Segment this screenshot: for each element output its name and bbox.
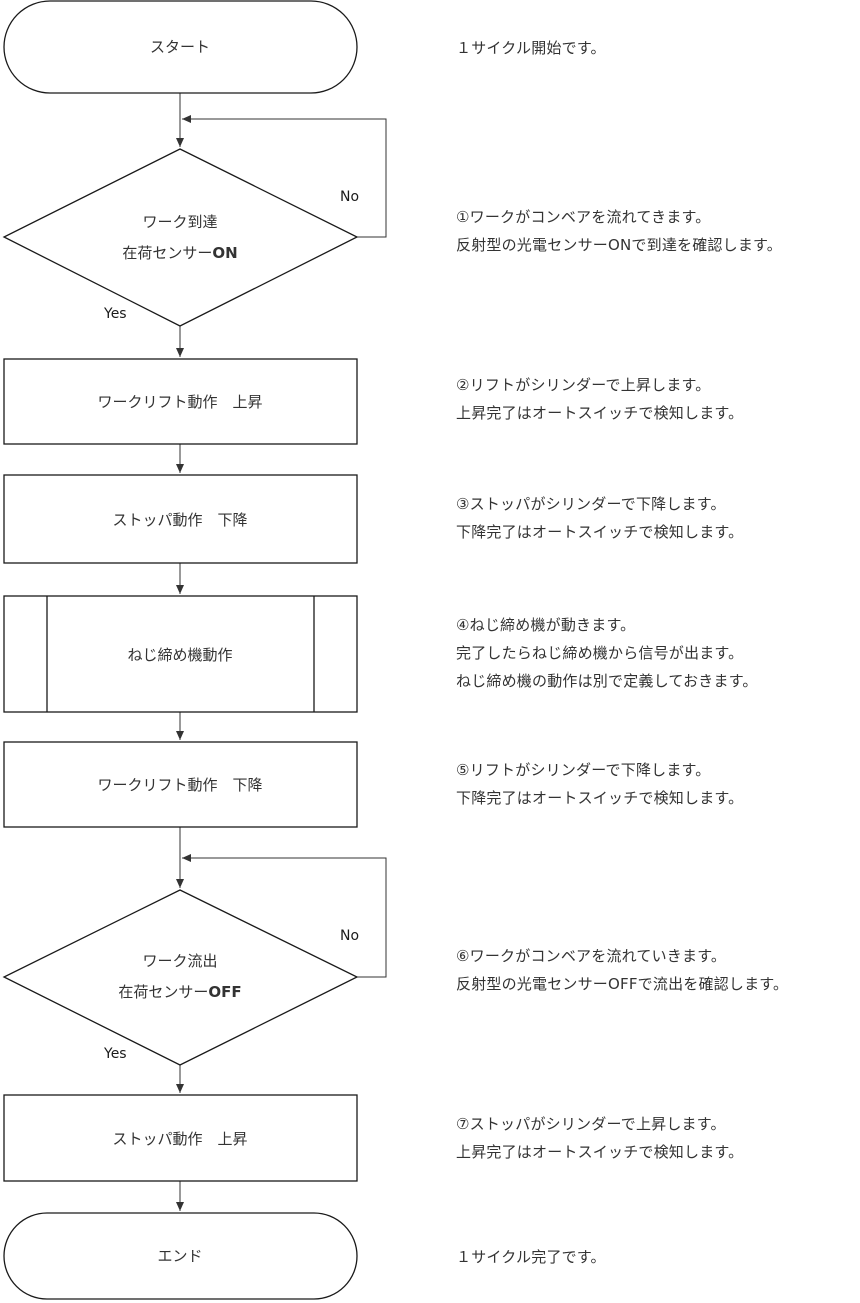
decision-exit: ワーク流出 在荷センサーOFF Yes No — [2, 889, 359, 1066]
process-stopper-up-label: ストッパ動作 上昇 — [112, 1130, 247, 1148]
decision-arrive-line1: ワーク到達 — [142, 213, 217, 231]
note-stopper-up: ⑦ストッパがシリンダーで上昇します。 上昇完了はオートスイッチで検知します。 — [456, 1110, 743, 1166]
note-arrive: ①ワークがコンベアを流れてきます。 反射型の光電センサーONで到達を確認します。 — [456, 203, 782, 259]
process-stopper-up: ストッパ動作 上昇 — [3, 1094, 358, 1182]
note-screw: ④ねじ締め機が動きます。 完了したらねじ締め機から信号が出ます。 ねじ締め機の動… — [456, 611, 758, 695]
note-end: １サイクル完了です。 — [456, 1243, 606, 1271]
end-label: エンド — [157, 1247, 202, 1265]
decision-arrive-yes-label: Yes — [103, 306, 127, 322]
decision-arrive-line2: 在荷センサーON — [122, 244, 237, 262]
note-line: ④ねじ締め機が動きます。 — [456, 616, 636, 634]
process-stopper-down: ストッパ動作 下降 — [3, 474, 358, 564]
note-line: １サイクル完了です。 — [456, 1248, 606, 1266]
note-line: 上昇完了はオートスイッチで検知します。 — [456, 404, 744, 422]
note-line: 下降完了はオートスイッチで検知します。 — [456, 789, 744, 807]
decision-exit-line1: ワーク流出 — [142, 952, 217, 970]
note-line: ③ストッパがシリンダーで下降します。 — [456, 495, 726, 513]
predefined-process-screw: ねじ締め機動作 — [3, 595, 358, 713]
note-lift-up: ②リフトがシリンダーで上昇します。 上昇完了はオートスイッチで検知します。 — [456, 371, 743, 427]
decision-arrive-no-label: No — [340, 189, 359, 205]
process-lift-up: ワークリフト動作 上昇 — [3, 358, 358, 445]
process-lift-up-label: ワークリフト動作 上昇 — [97, 393, 262, 411]
connector-exit-no-loop — [182, 854, 387, 978]
note-stopper-down: ③ストッパがシリンダーで下降します。 下降完了はオートスイッチで検知します。 — [456, 490, 743, 546]
predefined-process-screw-label: ねじ締め機動作 — [127, 646, 232, 664]
note-line: 完了したらねじ締め機から信号が出ます。 — [456, 644, 744, 662]
start-label: スタート — [150, 38, 210, 56]
note-exit: ⑥ワークがコンベアを流れていきます。 反射型の光電センサーOFFで流出を確認しま… — [456, 942, 788, 998]
note-line: 反射型の光電センサーOFFで流出を確認します。 — [456, 975, 789, 993]
note-line: 反射型の光電センサーONで到達を確認します。 — [456, 236, 782, 254]
connectors — [176, 93, 387, 1211]
start-terminal: スタート — [3, 0, 358, 94]
note-line: ⑦ストッパがシリンダーで上昇します。 — [456, 1115, 726, 1133]
process-lift-down-label: ワークリフト動作 下降 — [97, 776, 262, 794]
note-lift-down: ⑤リフトがシリンダーで下降します。 下降完了はオートスイッチで検知します。 — [456, 756, 743, 812]
note-line: ①ワークがコンベアを流れてきます。 — [456, 208, 711, 226]
note-start: １サイクル開始です。 — [456, 34, 606, 62]
note-line: ⑤リフトがシリンダーで下降します。 — [456, 761, 711, 779]
decision-exit-no-label: No — [340, 928, 359, 944]
end-terminal: エンド — [3, 1212, 358, 1300]
decision-exit-yes-label: Yes — [103, 1046, 127, 1062]
decision-arrive: ワーク到達 在荷センサーON Yes No — [2, 148, 359, 327]
note-line: １サイクル開始です。 — [456, 39, 606, 57]
note-line: ねじ締め機の動作は別で定義しておきます。 — [456, 672, 758, 690]
decision-exit-line2: 在荷センサーOFF — [118, 983, 241, 1001]
note-line: ⑥ワークがコンベアを流れていきます。 — [456, 947, 727, 965]
note-line: 上昇完了はオートスイッチで検知します。 — [456, 1143, 744, 1161]
note-line: ②リフトがシリンダーで上昇します。 — [456, 376, 711, 394]
connector-arrive-no-loop — [182, 115, 387, 238]
process-lift-down: ワークリフト動作 下降 — [3, 741, 358, 828]
process-stopper-down-label: ストッパ動作 下降 — [112, 511, 247, 529]
note-line: 下降完了はオートスイッチで検知します。 — [456, 523, 744, 541]
